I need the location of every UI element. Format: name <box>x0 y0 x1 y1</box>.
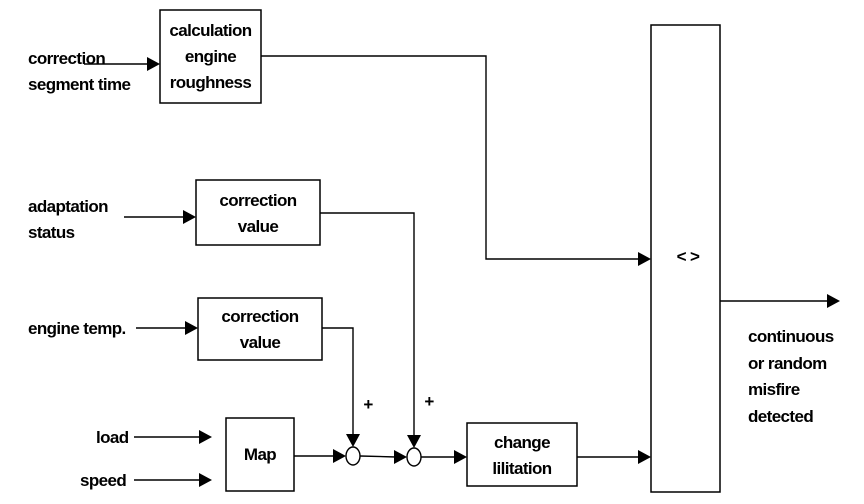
comparator-symbol: < > <box>677 247 700 266</box>
wire-correction-2-to-junction-1 <box>322 327 354 435</box>
change-limitation-line1: change <box>494 433 550 452</box>
arrow-down-into-junction-2 <box>407 435 421 448</box>
plus-sign-junction-2: + <box>424 392 434 411</box>
change-limitation-block <box>466 422 578 487</box>
arrow-into-calculation-block <box>147 57 160 71</box>
correction-value-2-line2: value <box>240 333 281 352</box>
arrow-into-comparator-top <box>638 252 651 266</box>
change-limitation-line2: lilitation <box>492 459 551 478</box>
arrow-into-junction-1 <box>333 449 346 463</box>
input-speed-label: speed <box>80 471 126 490</box>
wire-correction-1-to-junction-2 <box>320 212 415 436</box>
calculation-block-line1: calculation <box>169 21 251 40</box>
output-label-line2: or random <box>748 354 827 373</box>
arrow-load-into-map <box>199 430 212 444</box>
output-label-line1: continuous <box>748 327 834 346</box>
output-label-line3: misfire <box>748 380 800 399</box>
arrow-into-change-limitation <box>454 450 467 464</box>
input-segment-time-label: segment time <box>28 75 131 94</box>
arrow-into-junction-2 <box>394 450 407 464</box>
plus-sign-junction-1: + <box>363 395 373 414</box>
arrow-speed-into-map <box>199 473 212 487</box>
wire-junction-1-to-junction-2 <box>359 455 397 458</box>
calculation-block-line2: engine <box>185 47 236 66</box>
summing-junction-2 <box>406 447 422 467</box>
map-block <box>225 417 295 492</box>
input-engine-temp-label: engine temp. <box>28 319 126 338</box>
input-load-label: load <box>96 428 129 447</box>
arrow-into-correction-value-2 <box>185 321 198 335</box>
arrow-into-correction-value-1 <box>183 210 196 224</box>
input-adaptation-label: adaptation <box>28 197 108 216</box>
comparator-block <box>650 24 721 493</box>
wire-roughness-to-comparator <box>261 55 639 260</box>
calculation-block-line3: roughness <box>170 73 252 92</box>
map-block-label: Map <box>244 445 276 464</box>
correction-value-block-1 <box>195 179 321 246</box>
correction-value-1-line2: value <box>238 217 279 236</box>
correction-value-1-line1: correction <box>219 191 296 210</box>
correction-value-2-line1: correction <box>221 307 298 326</box>
output-label-line4: detected <box>748 407 813 426</box>
input-status-label: status <box>28 223 75 242</box>
calculation-engine-roughness-block <box>159 9 262 104</box>
arrow-down-into-junction-1 <box>346 434 360 447</box>
correction-value-block-2 <box>197 297 323 361</box>
input-correction-label: correction <box>28 49 105 68</box>
arrow-into-comparator-bottom <box>638 450 651 464</box>
arrow-output <box>827 294 840 308</box>
summing-junction-1 <box>345 446 361 466</box>
